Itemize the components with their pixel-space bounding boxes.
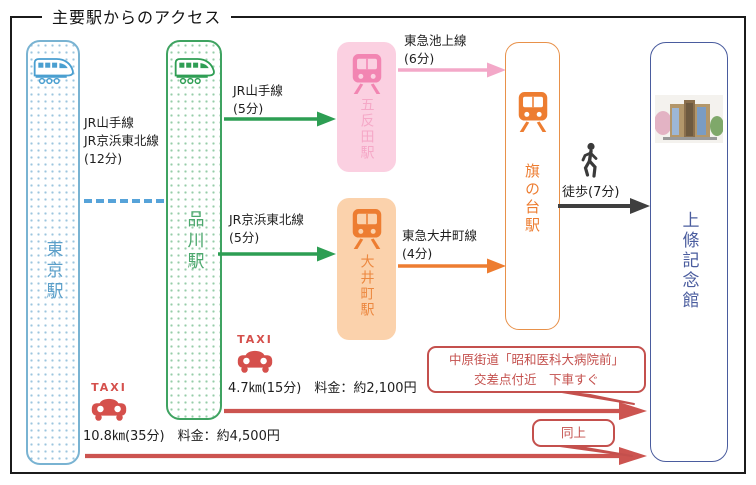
ditto-label: 同上 bbox=[560, 425, 586, 441]
walking-person-icon bbox=[579, 142, 602, 184]
taxi-car-icon bbox=[91, 398, 127, 421]
walk-label: 徒歩(7分) bbox=[562, 185, 620, 200]
diagram-title: 主要駅からのアクセス bbox=[42, 4, 232, 28]
taxi-icon-tokyo: TAXI bbox=[88, 382, 130, 427]
route-duration: (5分) bbox=[229, 230, 260, 246]
station-name-hatanodai: 旗の台駅 bbox=[523, 163, 541, 235]
station-box-oimachi: 大井町駅 bbox=[337, 198, 396, 340]
callout-tail bbox=[559, 445, 633, 457]
dashed-connector bbox=[84, 199, 164, 203]
route-line-name: JR山手線 bbox=[84, 115, 134, 130]
route-line-name: JR山手線 bbox=[233, 83, 283, 98]
station-name-oimachi: 大井町駅 bbox=[358, 254, 375, 318]
destination-box-kamijo-hall: 上條記念館 bbox=[650, 42, 728, 462]
diagram-frame bbox=[10, 16, 746, 474]
arrow-pink-ikegami bbox=[398, 62, 506, 78]
route-line-name: JR京浜東北線 bbox=[229, 212, 304, 227]
route-label-gotanda-hatanodai: 東急池上線 (6分) bbox=[404, 32, 467, 68]
callout-tail bbox=[561, 391, 635, 405]
station-box-tokyo: 東京駅 bbox=[26, 40, 80, 465]
building-photo bbox=[654, 95, 724, 147]
route-label-tokyo-shinagawa: JR山手線 JR京浜東北線 (12分) bbox=[84, 114, 159, 168]
route-line-name: JR京浜東北線 bbox=[84, 133, 159, 149]
route-duration: (12分) bbox=[84, 151, 123, 167]
station-name-gotanda: 五反田駅 bbox=[358, 97, 375, 161]
route-label-shinagawa-gotanda: JR山手線 (5分) bbox=[233, 82, 283, 118]
destination-name-kamijo-hall: 上條記念館 bbox=[678, 211, 699, 311]
station-name-shinagawa: 品川駅 bbox=[183, 210, 204, 273]
train-icon bbox=[514, 89, 552, 139]
arrow-red-taxi-shinagawa bbox=[224, 402, 647, 420]
route-line-name: 東急池上線 bbox=[404, 33, 467, 48]
dropoff-callout: 中原街道「昭和医科大病院前」 交差点付近 下車すぐ bbox=[427, 346, 646, 393]
taxi-car-icon bbox=[237, 350, 273, 373]
route-label-oimachi-hatanodai: 東急大井町線 (4分) bbox=[402, 227, 477, 263]
route-line-name: 東急大井町線 bbox=[402, 228, 478, 243]
shinkansen-icon bbox=[31, 54, 75, 90]
station-name-tokyo: 東京駅 bbox=[42, 240, 63, 303]
station-box-gotanda: 五反田駅 bbox=[337, 42, 396, 172]
route-duration: (5分) bbox=[233, 101, 264, 117]
arrow-orange-oimachi-line bbox=[398, 258, 506, 274]
train-icon bbox=[348, 206, 386, 256]
ditto-callout: 同上 bbox=[532, 419, 615, 447]
taxi-icon-shinagawa: TAXI bbox=[234, 334, 276, 379]
route-duration: (6分) bbox=[404, 51, 435, 67]
arrow-green-yamanote bbox=[224, 111, 336, 127]
shinkansen-icon bbox=[172, 54, 216, 90]
taxi-badge: TAXI bbox=[91, 381, 127, 394]
train-icon bbox=[348, 51, 386, 101]
station-box-shinagawa: 品川駅 bbox=[166, 40, 222, 420]
taxi-info-shinagawa: 4.7㎞(15分) 料金：約2,100円 bbox=[228, 381, 417, 396]
arrow-green-keihintohoku bbox=[218, 246, 336, 262]
route-label-shinagawa-oimachi: JR京浜東北線 (5分) bbox=[229, 211, 304, 247]
station-box-hatanodai: 旗の台駅 bbox=[505, 42, 560, 330]
arrow-black-walk bbox=[558, 198, 650, 214]
dropoff-line2: 交差点付近 下車すぐ bbox=[473, 371, 599, 387]
dropoff-line1: 中原街道「昭和医科大病院前」 bbox=[448, 352, 624, 368]
route-duration: (4分) bbox=[402, 246, 433, 262]
taxi-badge: TAXI bbox=[237, 333, 273, 346]
taxi-info-tokyo: 10.8㎞(35分) 料金：約4,500円 bbox=[83, 429, 280, 444]
